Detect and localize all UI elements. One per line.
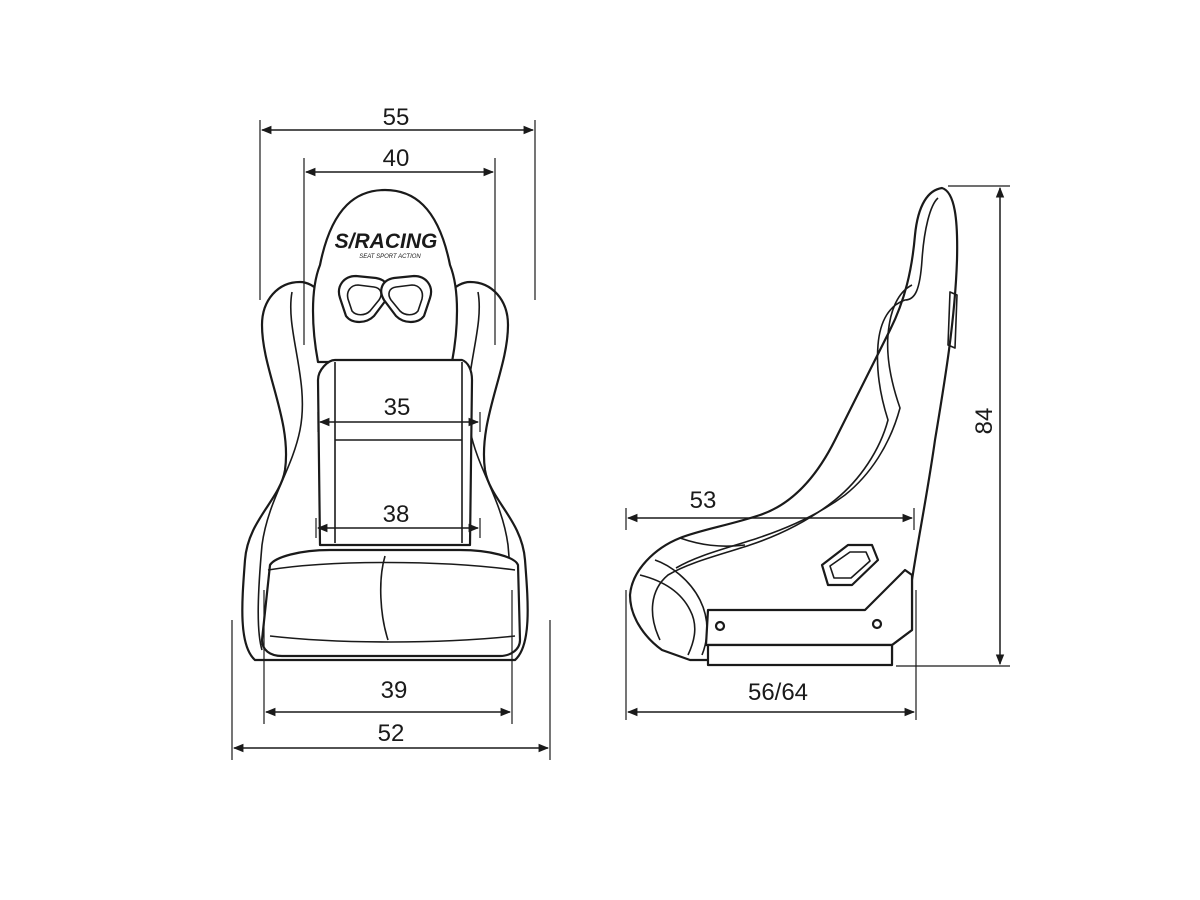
- front-view: S/RACING SEAT SPORT ACTION 55 40: [231, 104, 551, 760]
- dim-seat-width: 38: [315, 501, 481, 538]
- bracket-bolt-rear: [871, 618, 883, 630]
- svg-text:56/64: 56/64: [748, 679, 808, 706]
- dim-overall-depth: 56/64: [625, 590, 917, 720]
- svg-text:53: 53: [690, 487, 717, 514]
- brand-logo-text: S/RACING: [335, 230, 438, 253]
- svg-text:35: 35: [384, 394, 411, 421]
- bracket-bolt-front: [714, 620, 726, 632]
- front-cushion-split: [379, 555, 389, 641]
- brand-logo: S/RACING SEAT SPORT ACTION: [335, 230, 438, 260]
- dim-backrest-width: 40: [303, 145, 496, 345]
- side-base-rail: [706, 643, 894, 667]
- dim-overall-width-top: 55: [259, 104, 536, 300]
- side-outer-shell: [628, 186, 959, 662]
- brand-logo-tagline: SEAT SPORT ACTION: [359, 254, 421, 260]
- dim-cushion-depth: 53: [625, 487, 915, 530]
- front-headrest: [311, 188, 459, 364]
- front-back-panel: [316, 358, 474, 547]
- side-view: 53 56/64 84: [625, 185, 1010, 720]
- front-seat-cushion: [260, 548, 522, 658]
- dim-back-width: 35: [317, 394, 481, 432]
- svg-text:55: 55: [383, 104, 410, 131]
- side-harness-slot: [820, 543, 880, 587]
- side-bolster-line-inner: [675, 284, 913, 569]
- svg-text:52: 52: [378, 720, 405, 747]
- svg-text:84: 84: [971, 408, 998, 435]
- dim-height: 84: [896, 185, 1010, 667]
- dim-base-width: 39: [263, 590, 513, 724]
- svg-text:40: 40: [383, 145, 410, 172]
- svg-text:38: 38: [383, 501, 410, 528]
- side-bolster-line-outer: [651, 197, 939, 641]
- svg-text:39: 39: [381, 677, 408, 704]
- dim-overall-width-bottom: 52: [231, 620, 551, 760]
- front-left-bolster-line: [257, 291, 304, 651]
